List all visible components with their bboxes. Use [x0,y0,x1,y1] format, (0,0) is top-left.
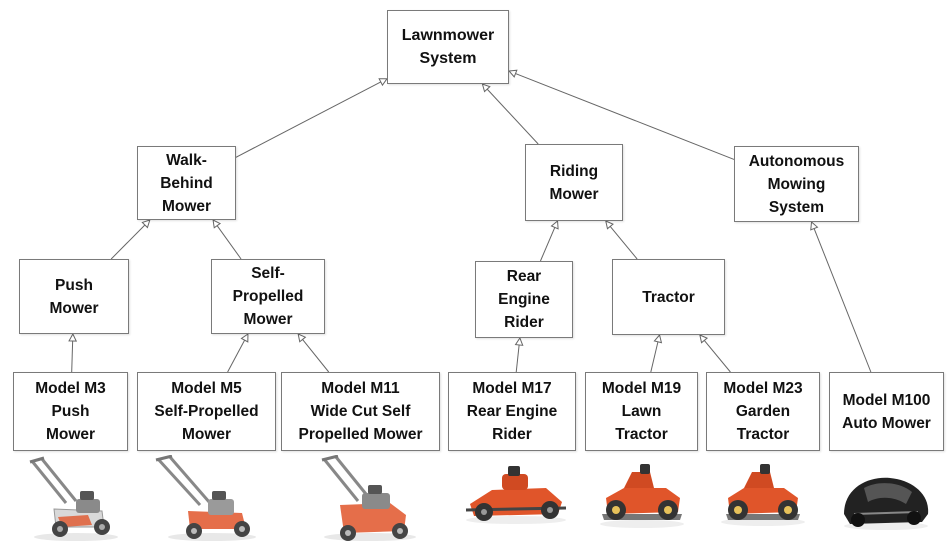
node-lawnmower-system: Lawnmower System [387,10,509,84]
arrowhead-model_m5-to-self_propelled_mower [240,333,249,343]
node-rear-engine-rider: Rear Engine Rider [475,261,573,338]
edge-tractor-to-riding_mower [609,226,638,260]
node-push-mower: Push Mower [19,259,129,334]
node-model-m23: Model M23 Garden Tractor [706,372,820,451]
node-model-m11: Model M11 Wide Cut Self Propelled Mower [281,372,440,451]
arrowhead-model_m23-to-tractor [699,334,709,344]
edge-riding_mower-to-lawnmower_system [486,88,539,145]
edge-model_m100-to-autonomous_mowing_system [813,228,872,373]
arrowhead-model_m17-to-rear_engine_rider [514,336,524,346]
push-mower-photo [29,456,118,541]
wide-cut-mower-photo [321,455,416,541]
edge-model_m11-to-self_propelled_mower [302,339,330,373]
edge-model_m17-to-rear_engine_rider [515,344,520,373]
edge-rear_engine_rider-to-riding_mower [539,227,556,262]
lawn-tractor-photo [600,464,684,528]
arrowhead-rear_engine_rider-to-riding_mower [550,219,559,230]
robotic-mower-photo [844,477,929,530]
edge-model_m19-to-tractor [650,341,659,373]
self-propelled-mower-photo [155,455,256,541]
node-walk-behind-mower: Walk- Behind Mower [137,146,236,220]
garden-tractor-photo [721,464,805,526]
edge-model_m5-to-self_propelled_mower [227,339,246,373]
node-model-m19: Model M19 Lawn Tractor [585,372,698,451]
arrowhead-model_m19-to-tractor [653,333,663,344]
arrowhead-model_m3-to-push_mower [68,332,78,342]
edge-walk_behind_mower-to-lawnmower_system [235,81,382,158]
node-model-m100: Model M100 Auto Mower [829,372,944,451]
arrowhead-autonomous_mowing_system-to-lawnmower_system [507,69,518,78]
node-tractor: Tractor [612,259,725,335]
arrowhead-riding_mower-to-lawnmower_system [481,83,491,93]
edge-self_propelled_mower-to-walk_behind_mower [216,225,242,260]
node-model-m5: Model M5 Self-Propelled Mower [137,372,276,451]
node-model-m3: Model M3 Push Mower [13,372,128,451]
arrowhead-push_mower-to-walk_behind_mower [141,219,151,229]
node-riding-mower: Riding Mower [525,144,623,221]
arrowhead-walk_behind_mower-to-lawnmower_system [378,78,388,87]
arrowhead-model_m11-to-self_propelled_mower [297,333,307,343]
node-model-m17: Model M17 Rear Engine Rider [448,372,576,451]
rear-engine-rider-photo [465,466,567,524]
edge-push_mower-to-walk_behind_mower [110,224,146,260]
arrowhead-self_propelled_mower-to-walk_behind_mower [212,219,222,229]
edge-model_m3-to-push_mower [71,340,74,373]
edge-model_m23-to-tractor [703,340,731,373]
arrowhead-model_m100-to-autonomous_mowing_system [810,220,819,231]
node-self-propelled-mower: Self- Propelled Mower [211,259,325,334]
node-autonomous-mowing-system: Autonomous Mowing System [734,146,859,222]
arrowhead-tractor-to-riding_mower [605,220,614,230]
